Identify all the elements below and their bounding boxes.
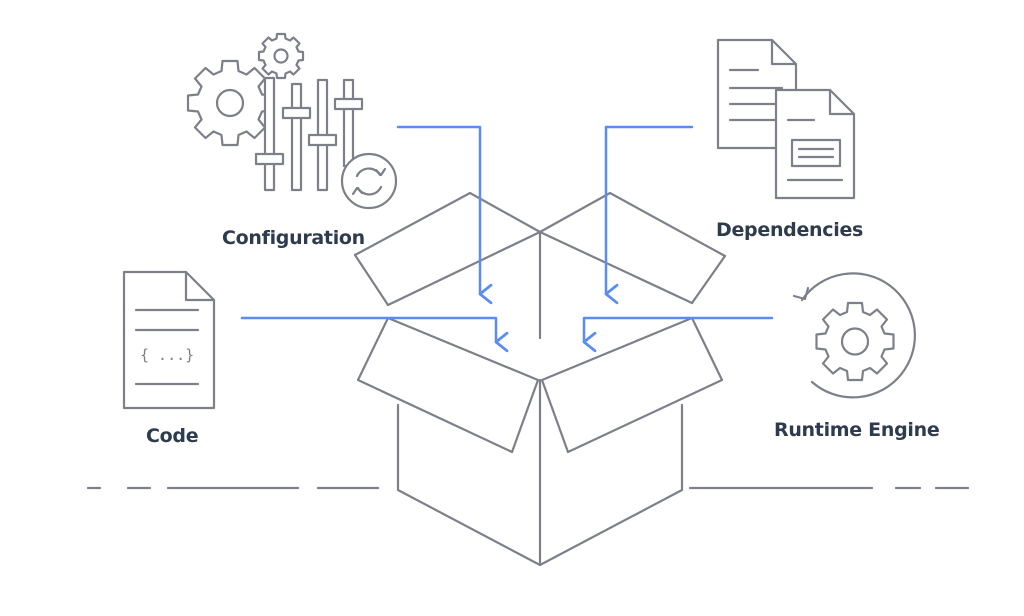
label-dependencies: Dependencies <box>716 219 864 241</box>
flow-arrows <box>240 125 774 353</box>
code-file-icon <box>122 270 216 410</box>
arrow-configuration <box>396 125 493 305</box>
arrow-runtime-engine <box>582 316 774 353</box>
small-gear-icon <box>257 32 305 80</box>
arrow-code <box>240 316 509 353</box>
label-code: Code <box>146 425 199 447</box>
label-configuration: Configuration <box>222 227 365 249</box>
cycle-gear-icon <box>792 272 916 399</box>
open-box-icon <box>353 191 727 567</box>
code-icon-text: { ...} <box>140 346 195 364</box>
label-runtime-engine: Runtime Engine <box>774 419 940 441</box>
arrow-dependencies <box>604 125 694 305</box>
gears-and-sliders-icon <box>186 32 398 210</box>
gear-icon <box>186 59 274 147</box>
stacked-documents-icon <box>716 38 856 200</box>
